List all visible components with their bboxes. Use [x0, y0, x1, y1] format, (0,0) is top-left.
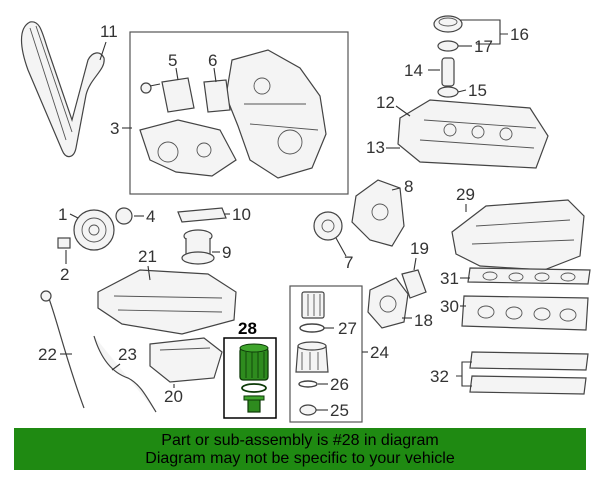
callout-12: 12 — [376, 93, 395, 112]
callout-15: 15 — [468, 81, 487, 100]
o-ring-27[interactable] — [299, 323, 325, 333]
filter-housing-group-box — [289, 285, 363, 423]
seal-7[interactable] — [313, 211, 343, 241]
callout-7: 7 — [344, 253, 353, 272]
filter-cap[interactable] — [295, 341, 329, 373]
callout-18: 18 — [414, 311, 433, 330]
filter-cartridge[interactable] — [301, 291, 325, 319]
dipstick[interactable] — [40, 290, 85, 409]
cover-plate-8[interactable] — [351, 179, 405, 247]
banner-line-1: Part or sub-assembly is #28 in diagram — [161, 432, 439, 449]
info-banner: Part or sub-assembly is #28 in diagram D… — [14, 428, 586, 470]
banner-line-2: Diagram may not be specific to your vehi… — [145, 450, 455, 467]
callout-30: 30 — [440, 297, 459, 316]
o-ring-26[interactable] — [298, 380, 318, 388]
callout-5: 5 — [168, 51, 177, 70]
crankshaft-pulley[interactable] — [73, 209, 115, 251]
callout-9: 9 — [222, 243, 231, 262]
cap-gasket[interactable] — [437, 40, 459, 52]
callout-27: 27 — [338, 319, 357, 338]
oil-strainer[interactable] — [181, 229, 215, 265]
callout-21: 21 — [138, 247, 157, 266]
valve-cover[interactable] — [397, 99, 549, 169]
callout-22: 22 — [38, 345, 57, 364]
pcv-tube[interactable] — [441, 57, 455, 87]
timing-cover-group-box — [129, 31, 349, 195]
pcv-gasket[interactable] — [437, 86, 459, 98]
gasket-6[interactable] — [203, 79, 231, 113]
highlight-box-28 — [223, 337, 277, 419]
callout-13: 13 — [366, 138, 385, 157]
callout-32: 32 — [430, 367, 449, 386]
intake-gasket-31[interactable] — [467, 267, 591, 285]
oil-pan-upper[interactable] — [97, 269, 237, 335]
callout-23: 23 — [118, 345, 137, 364]
callout-8: 8 — [404, 177, 413, 196]
callout-19: 19 — [410, 239, 429, 258]
callout-29: 29 — [456, 185, 475, 204]
callout-31: 31 — [440, 269, 459, 288]
callout-28: 28 — [238, 319, 257, 338]
callout-2: 2 — [60, 265, 69, 284]
o-ring-28[interactable] — [241, 383, 267, 393]
drain-plug-25[interactable] — [299, 404, 317, 416]
drain-plug-28[interactable] — [243, 395, 265, 413]
oil-filter-bracket[interactable] — [367, 277, 409, 329]
exhaust-gasket-32-upper[interactable] — [469, 351, 589, 371]
callout-11: 11 — [100, 22, 118, 41]
intake-manifold[interactable] — [451, 199, 585, 271]
callout-3: 3 — [110, 119, 119, 138]
timing-chain[interactable] — [20, 21, 105, 158]
callout-16: 16 — [510, 25, 529, 44]
strainer-gasket[interactable] — [177, 207, 227, 223]
dipstick-guide[interactable] — [93, 335, 157, 413]
bolt-small[interactable] — [140, 82, 161, 94]
callout-14: 14 — [404, 61, 423, 80]
callout-10: 10 — [232, 205, 251, 224]
callout-4: 4 — [146, 207, 155, 226]
water-pump[interactable] — [139, 119, 237, 177]
timing-cover[interactable] — [225, 49, 327, 179]
gasket-19[interactable] — [401, 269, 427, 299]
exploded-engine-diagram: 11 3 5 6 16 17 14 — [20, 15, 591, 423]
callout-20: 20 — [164, 387, 183, 406]
intake-runner-30[interactable] — [461, 295, 589, 331]
callout-6: 6 — [208, 51, 217, 70]
callout-26: 26 — [330, 375, 349, 394]
oil-pan-lower[interactable] — [149, 337, 223, 383]
oil-filter-element[interactable] — [239, 343, 269, 381]
pulley-bolt[interactable] — [57, 237, 71, 249]
callout-24: 24 — [370, 343, 389, 362]
callout-25: 25 — [330, 401, 349, 420]
seal-ring-4[interactable] — [115, 207, 133, 225]
gasket-5[interactable] — [161, 77, 195, 113]
callout-17: 17 — [474, 37, 493, 56]
callout-1: 1 — [58, 205, 67, 224]
oil-filler-cap[interactable] — [433, 15, 463, 33]
exhaust-gasket-32-lower[interactable] — [469, 375, 587, 395]
